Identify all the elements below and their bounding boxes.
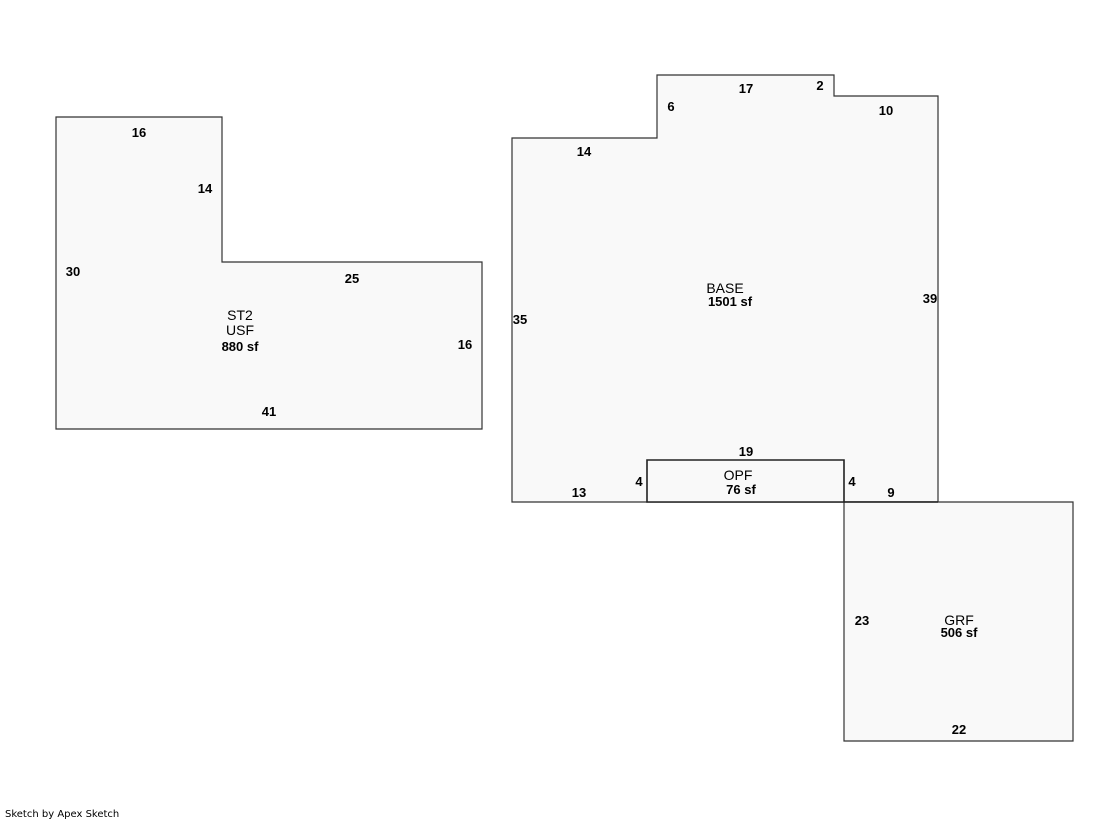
opf-name: OPF (724, 467, 753, 483)
dim-label: 2 (816, 78, 823, 93)
dim-label: 13 (572, 485, 586, 500)
dim-label: 30 (66, 264, 80, 279)
area-opf: OPF 76 sf 19 4 4 (635, 444, 938, 503)
st2-size: 880 sf (222, 339, 260, 354)
dim-label: 39 (923, 291, 937, 306)
st2-name: ST2 (227, 307, 253, 323)
grf-name: GRF (944, 612, 974, 628)
dim-label: 22 (952, 722, 966, 737)
grf-size: 506 sf (941, 625, 979, 640)
dim-label: 16 (458, 337, 472, 352)
dim-label: 4 (635, 474, 643, 489)
area-grf: GRF 506 sf 23 22 (843, 501, 1074, 742)
st2-outline (55, 116, 483, 430)
base-size: 1501 sf (708, 294, 753, 309)
dim-label: 23 (855, 613, 869, 628)
dim-label: 14 (198, 181, 213, 196)
dim-label: 6 (667, 99, 674, 114)
grf-outline (843, 501, 1074, 742)
base-name: BASE (706, 280, 743, 296)
dim-label: 17 (739, 81, 753, 96)
dim-label: 9 (887, 485, 894, 500)
dim-label: 35 (513, 312, 527, 327)
dim-label: 25 (345, 271, 359, 286)
area-st2: ST2 USF 880 sf 16 14 30 25 16 41 (55, 116, 483, 430)
dim-label: 10 (879, 103, 893, 118)
st2-sub: USF (226, 322, 254, 338)
dim-label: 4 (848, 474, 856, 489)
dim-label: 14 (577, 144, 592, 159)
dim-label: 41 (262, 404, 276, 419)
area-base: BASE 1501 sf 17 2 6 10 14 39 35 13 9 (511, 74, 939, 503)
dim-label: 16 (132, 125, 146, 140)
dim-label: 19 (739, 444, 753, 459)
opf-size: 76 sf (726, 482, 756, 497)
footer-credit: Sketch by Apex Sketch (5, 809, 120, 820)
